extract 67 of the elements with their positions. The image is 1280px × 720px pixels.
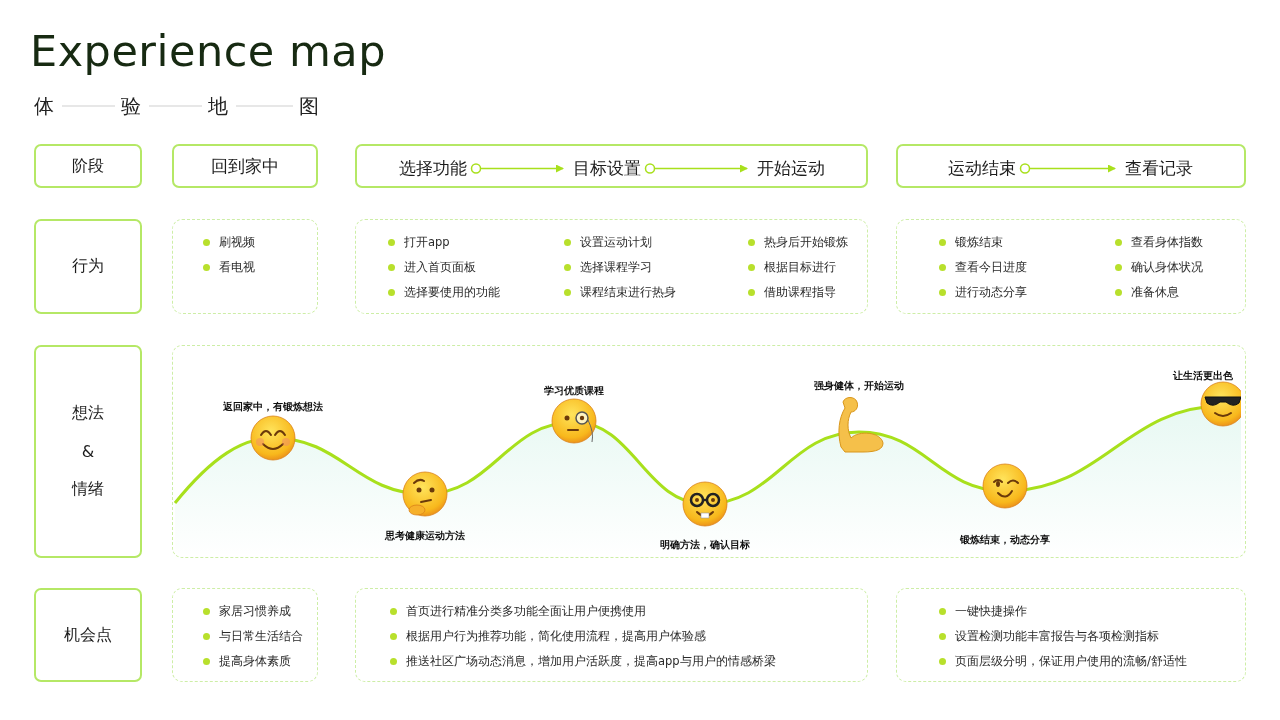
row-header-text: & [81,442,95,461]
list-item-text: 准备休息 [1131,285,1179,299]
list-item-text: 热身后开始锻炼 [764,235,848,249]
emotion-caption: 思考健康运动方法 [385,529,465,543]
stage-label: 开始运动 [757,157,825,180]
emotion-panel [172,345,1246,558]
list-item-text: 设置运动计划 [580,235,652,249]
list-item-text: 借助课程指导 [764,285,836,299]
row-header-text: 机会点 [64,624,112,646]
emotion-caption: 返回家中，有锻炼想法 [223,400,323,414]
subtitle-character: 体 [34,93,54,120]
subtitle-character: 验 [121,93,141,120]
emotion-caption: 锻炼结束，动态分享 [960,533,1050,547]
list-item-text: 推送社区广场动态消息，增加用户活跃度，提高app与用户的情感桥梁 [406,654,776,668]
list-item-text: 看电视 [219,260,255,274]
list-item-text: 与日常生活结合 [219,629,303,643]
list-card [355,588,868,682]
emotion-caption: 强身健体，开始运动 [814,379,904,393]
list-item-text: 页面层级分明，保证用户使用的流畅/舒适性 [955,654,1187,668]
emotion-caption: 学习优质课程 [544,384,604,398]
list-item-text: 刷视频 [219,235,255,249]
arrow [644,163,748,174]
stage-box [355,144,868,188]
list-item-text: 确认身体状况 [1131,260,1203,274]
subtitle-character: 图 [299,93,319,120]
row-header-box [34,144,142,188]
list-item-text: 根据目标进行 [764,260,836,274]
list-item-text: 课程结束进行热身 [580,285,676,299]
list-card [172,219,318,314]
list-item-text: 根据用户行为推荐功能，简化使用流程，提高用户体验感 [406,629,706,643]
list-item-text: 查看身体指数 [1131,235,1203,249]
row-header-text: 阶段 [72,155,104,177]
row-header-box [34,588,142,682]
row-header-box [172,144,318,188]
list-item-text: 提高身体素质 [219,654,291,668]
emotion-caption: 明确方法，确认目标 [660,538,750,552]
arrow [470,163,564,174]
list-item-text: 设置检测功能丰富报告与各项检测指标 [955,629,1159,643]
list-card [355,219,868,314]
list-item-text: 选择要使用的功能 [404,285,500,299]
stage-box [896,144,1246,188]
stage-label: 选择功能 [399,157,467,180]
title: Experience map [30,26,386,76]
stage-label: 查看记录 [1125,157,1193,180]
arrow [1019,163,1116,174]
list-item-text: 打开app [404,235,450,249]
subtitle-character: 地 [208,93,228,120]
list-item-text: 选择课程学习 [580,260,652,274]
row-header-box [34,345,142,558]
row-header-text: 想法 [72,403,104,424]
list-item-text: 一键快捷操作 [955,604,1027,618]
list-item-text: 进行动态分享 [955,285,1027,299]
list-card [896,588,1246,682]
list-item-text: 锻炼结束 [955,235,1003,249]
list-item-text: 家居习惯养成 [219,604,291,618]
emotion-caption: 让生活更出色 [1173,369,1233,383]
list-item-text: 首页进行精准分类多功能全面让用户便携使用 [406,604,646,618]
row-header-text: 情绪 [72,479,104,500]
row-header-box [34,219,142,314]
stage-label: 运动结束 [948,157,1016,180]
list-item-text: 进入首页面板 [404,260,476,274]
stage-label: 目标设置 [573,157,641,180]
list-card [172,588,318,682]
row-header-text: 行为 [72,256,104,277]
stage-label: 回到家中 [211,154,279,178]
list-card [896,219,1246,314]
list-item-text: 查看今日进度 [955,260,1027,274]
